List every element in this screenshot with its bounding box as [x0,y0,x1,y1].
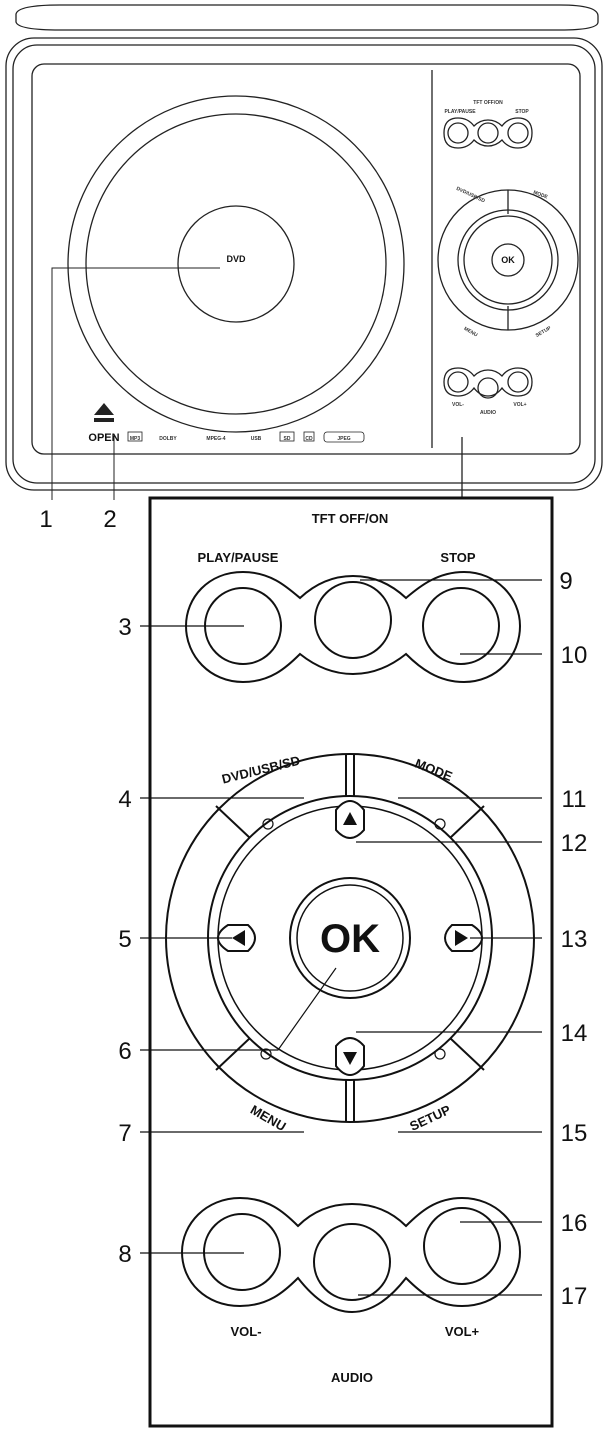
callout-1: 1 [39,506,52,533]
arrow-down-icon [343,1052,357,1065]
format-logo-mpeg4: MPEG-4 [206,436,225,442]
callout-13: 13 [561,926,588,953]
tft-button[interactable] [314,581,392,659]
ok-label: OK [320,917,380,961]
device [5,4,603,500]
stop-label: STOP [440,550,475,565]
arrow-right-icon [455,930,468,946]
disc-inner [85,113,387,415]
mini-controls [437,117,579,399]
left-button[interactable] [217,924,256,952]
mini-label-mode: MODE [532,190,549,201]
eject-icon [94,403,114,422]
open-label: OPEN [88,432,119,444]
callout-6: 6 [118,1038,131,1065]
lid-rim [15,4,599,31]
callout-3: 3 [118,614,131,641]
callout-5: 5 [118,926,131,953]
vol-minus-label: VOL- [230,1324,261,1339]
arrow-up-icon [343,812,357,825]
callout-line-1 [51,267,220,500]
mini-label-menu: MENU [463,326,479,339]
callout-10: 10 [561,642,588,669]
mini-label-ok: OK [501,255,515,265]
mini-label-play-pause: PLAY/PAUSE [444,109,476,115]
disc-logo: DVD [226,254,246,264]
bottom-button-group [180,1196,522,1314]
callout-14: 14 [561,1020,588,1047]
device-body [5,37,603,491]
up-button[interactable] [335,800,365,839]
device-body-inner [12,44,596,484]
audio-label: AUDIO [331,1370,373,1385]
format-logo-cd: CD [305,436,313,442]
callout-lines [140,579,542,1296]
stop-button[interactable] [422,587,500,665]
format-logo-sd: SD [284,436,291,442]
vol-plus-button[interactable] [423,1207,501,1285]
callout-12: 12 [561,830,588,857]
mini-label-audio: AUDIO [480,410,496,416]
callout-4: 4 [118,786,131,813]
ok-button-inner [296,884,404,992]
tft-label: TFT OFF/ON [312,511,389,526]
callout-17: 17 [561,1283,588,1310]
disc-outer [67,95,405,433]
mini-label-vol-plus: VOL+ [513,402,526,408]
format-logo-usb: USB [251,436,262,442]
right-button[interactable] [444,924,483,952]
callout-7: 7 [118,1120,131,1147]
format-logo-mp3: MP3 [130,436,141,442]
callout-11: 11 [562,786,587,813]
arrow-left-icon [232,930,245,946]
control-panel-frame [148,496,554,1428]
mini-label-vol-minus: VOL- [452,402,464,408]
vol-minus-button[interactable] [203,1213,281,1291]
top-button-group [184,570,522,684]
disc-hub [177,205,295,323]
callout-8: 8 [118,1241,131,1268]
mini-label-tft: TFT OFF/ON [473,100,503,106]
device-face [31,63,581,455]
vol-plus-label: VOL+ [445,1324,480,1339]
down-button[interactable] [335,1037,365,1076]
play-pause-label: PLAY/PAUSE [198,550,279,565]
mini-label-setup: SETUP [535,325,553,339]
callout-15: 15 [561,1120,588,1147]
mini-label-stop: STOP [515,109,529,115]
format-logo-dolby: DOLBY [159,436,177,442]
callout-9: 9 [559,568,572,595]
callout-16: 16 [561,1210,588,1237]
ok-button[interactable] [289,877,411,999]
callout-2: 2 [103,506,116,533]
format-logo-jpeg: JPEG [337,436,350,442]
audio-button[interactable] [313,1223,391,1301]
